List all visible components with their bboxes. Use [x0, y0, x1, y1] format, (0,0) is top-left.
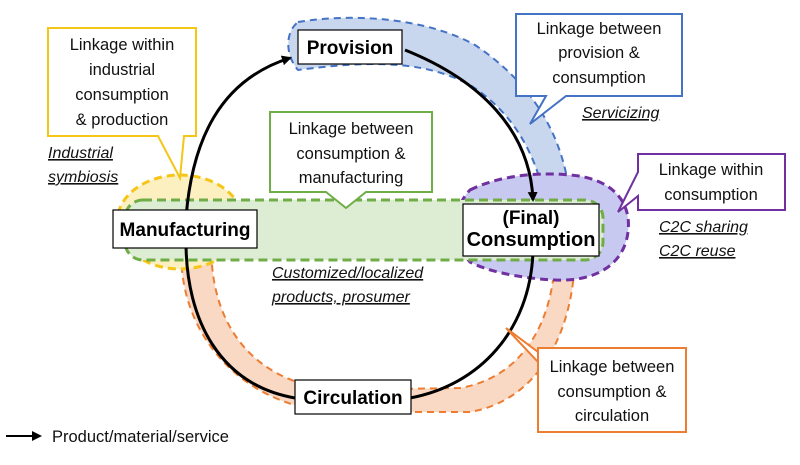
- svg-text:provision &: provision &: [558, 44, 640, 62]
- svg-text:Linkage within: Linkage within: [659, 161, 764, 179]
- svg-text:(Final): (Final): [503, 208, 560, 229]
- cycle-arrow-circulation-to-manufacturing: [184, 241, 296, 400]
- svg-text:consumption: consumption: [552, 69, 646, 87]
- svg-text:Linkage within: Linkage within: [70, 36, 175, 54]
- svg-text:consumption: consumption: [664, 186, 758, 204]
- svg-text:circulation: circulation: [575, 407, 649, 425]
- svg-text:manufacturing: manufacturing: [299, 169, 404, 187]
- tag-customized-1: Customized/localized: [272, 265, 424, 282]
- svg-text:Linkage between: Linkage between: [550, 358, 675, 376]
- tag-industrial-symbiosis-2: symbiosis: [48, 169, 118, 186]
- tag-c2c-reuse: C2C reuse: [659, 243, 736, 260]
- node-circulation: Circulation: [294, 379, 412, 415]
- svg-text:consumption &: consumption &: [557, 383, 666, 401]
- legend: Product/material/service: [6, 428, 229, 446]
- svg-text:& production: & production: [76, 111, 169, 129]
- svg-text:Linkage between: Linkage between: [537, 20, 662, 38]
- tag-servicizing: Servicizing: [582, 105, 659, 122]
- callout-industrial: Linkage within industrial consumption & …: [47, 27, 197, 182]
- legend-label: Product/material/service: [52, 428, 229, 446]
- callout-consumption-manufacturing: Linkage between consumption & manufactur…: [269, 111, 433, 210]
- tag-customized-2: products, prosumer: [271, 289, 411, 306]
- callout-within-consumption: Linkage within consumption: [617, 153, 786, 213]
- svg-text:Linkage between: Linkage between: [289, 120, 414, 138]
- svg-text:consumption &: consumption &: [296, 145, 405, 163]
- cycle-arrow-manufacturing-to-provision: [184, 55, 292, 219]
- svg-text:consumption: consumption: [75, 86, 169, 104]
- cycle-arrow-provision-to-consumption: [404, 48, 538, 202]
- svg-text:industrial: industrial: [89, 61, 155, 79]
- svg-text:Manufacturing: Manufacturing: [120, 220, 251, 241]
- tag-c2c-sharing: C2C sharing: [659, 219, 748, 236]
- node-consumption: (Final) Consumption: [462, 203, 600, 257]
- callout-provision-consumption: Linkage between provision & consumption: [515, 13, 683, 125]
- cycle-arrow-consumption-to-circulation: [409, 251, 535, 400]
- node-manufacturing: Manufacturing: [112, 209, 258, 249]
- callout-consumption-circulation: Linkage between consumption & circulatio…: [505, 327, 687, 433]
- svg-text:Circulation: Circulation: [303, 388, 402, 409]
- svg-text:Consumption: Consumption: [467, 229, 596, 251]
- svg-text:Provision: Provision: [307, 38, 394, 59]
- tag-industrial-symbiosis-1: Industrial: [48, 145, 113, 162]
- node-provision: Provision: [297, 29, 403, 65]
